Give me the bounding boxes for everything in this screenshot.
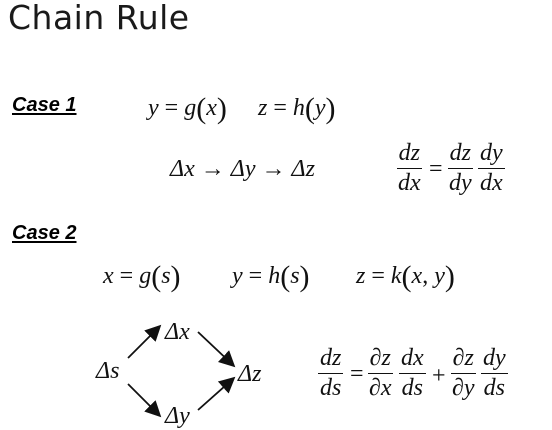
equals-sign: = (429, 156, 443, 182)
g-func: g (184, 95, 197, 121)
case-1-label: Case 1 (12, 94, 77, 116)
fraction-dz-dx: dz dx (396, 140, 422, 197)
fraction-dy-ds: dy ds (481, 345, 508, 402)
plus-sign: + (432, 363, 446, 389)
y-var: y (148, 95, 159, 121)
arrow-icon: → (200, 156, 225, 182)
equals-sign: = (273, 95, 287, 121)
y-arg: y (314, 95, 326, 121)
case-1-chain: Δx → Δy → Δz (170, 157, 315, 181)
z-var: z (258, 95, 268, 121)
diagram-node-delta-s: Δs (96, 358, 120, 384)
delta-x: Δx (170, 156, 195, 182)
arrow-x-to-z (197, 331, 236, 368)
x-arg: x (206, 95, 217, 121)
arrow-s-to-y (127, 383, 162, 418)
diagram-node-delta-y: Δy (165, 403, 190, 429)
fraction-dx-ds: dx ds (399, 345, 426, 402)
fraction-dz-ds: dz ds (318, 345, 344, 402)
arrow-s-to-x (127, 324, 162, 359)
case-2-label: Case 2 (12, 222, 77, 244)
arrow-icon: → (261, 156, 286, 182)
equals-sign: = (350, 361, 364, 387)
fraction-partial-z-x: ∂z ∂x (367, 345, 393, 402)
equals-sign: = (164, 95, 179, 121)
arrow-y-to-z (197, 376, 236, 411)
delta-z: Δz (291, 156, 315, 182)
case-2-y-equation: y = h(s) (232, 260, 310, 293)
case-2-x-equation: x = g(s) (103, 260, 181, 293)
h-func: h (292, 95, 305, 121)
diagram-node-delta-z: Δz (238, 361, 262, 387)
slide-title: Chain Rule (8, 0, 190, 37)
case-1-y-equation: y = g(x) (148, 92, 227, 125)
fraction-partial-z-y: ∂z ∂y (450, 345, 476, 402)
fraction-dy-dx: dy dx (478, 140, 505, 197)
fraction-dz-dy: dz dy (447, 140, 473, 197)
case-1-z-equation: z = h(y) (258, 92, 336, 125)
diagram-node-delta-x: Δx (165, 319, 190, 345)
case-2-z-equation: z = k(x, y) (356, 260, 455, 293)
delta-y: Δy (230, 156, 256, 182)
